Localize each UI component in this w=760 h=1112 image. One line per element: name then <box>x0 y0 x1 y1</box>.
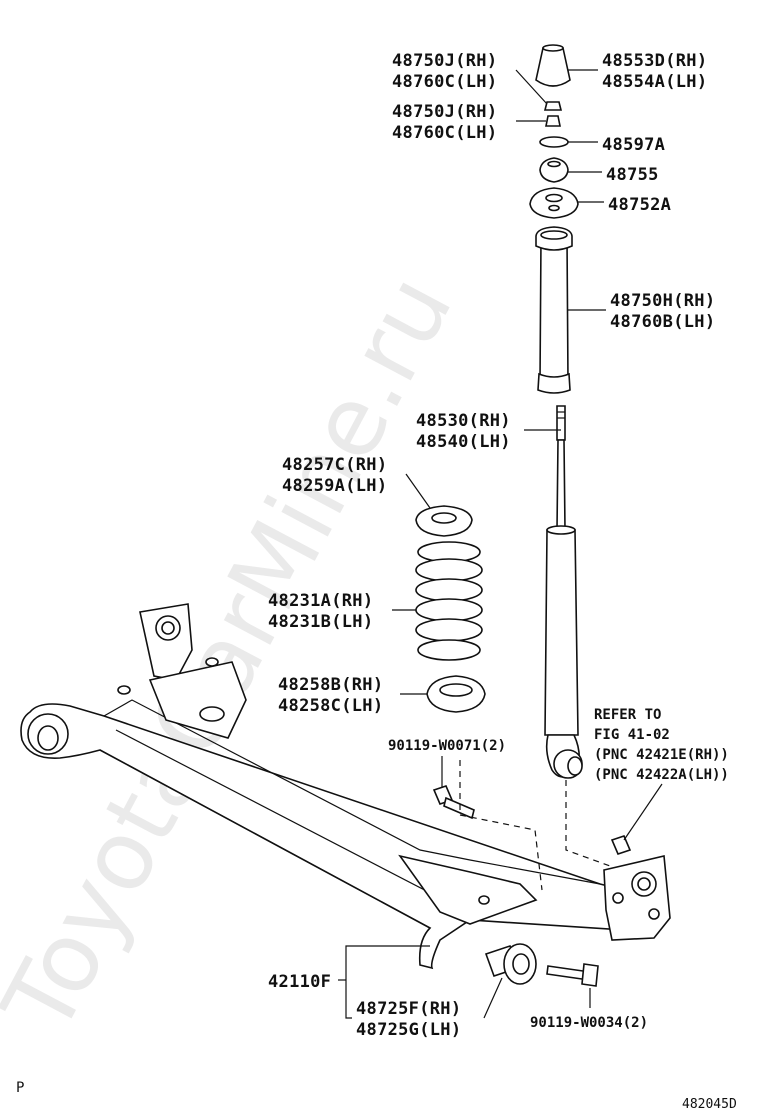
label-upper-insulator-rh: 48257C(RH) <box>282 455 387 475</box>
label-lower-insulator-rh: 48258B(RH) <box>278 675 383 695</box>
leader-bushing-2 <box>483 977 503 1019</box>
corner-mark: P <box>16 1080 24 1096</box>
label-washer: 48597A <box>602 135 665 155</box>
upper-insulator-part <box>415 505 473 537</box>
label-bushing-lh: 48725G(LH) <box>356 1020 461 1040</box>
nut-upper-part <box>543 101 563 111</box>
label-spring-lh: 48231B(LH) <box>268 612 373 632</box>
lower-insulator-part <box>426 675 486 713</box>
dust-cover-part <box>535 226 573 394</box>
bolt-upper-part <box>432 785 475 820</box>
nut-lower-part <box>545 115 561 127</box>
coil-spring-part <box>415 541 483 661</box>
support-part <box>529 187 579 219</box>
label-bushing-rh: 48725F(RH) <box>356 999 461 1019</box>
label-nut-lower-lh: 48760C(LH) <box>392 123 497 143</box>
label-cushion: 48755 <box>606 165 659 185</box>
watermark: ToyotaCarMine.ru <box>0 258 474 1052</box>
axle-beam-part <box>20 603 671 970</box>
label-nut-upper-rh: 48750J(RH) <box>392 51 497 71</box>
figure-number: 482045D <box>682 1097 737 1112</box>
bolt-lower-part <box>546 963 599 987</box>
label-nut-upper-lh: 48760C(LH) <box>392 72 497 92</box>
leader-refer <box>623 783 663 841</box>
label-refer-1: REFER TO <box>594 707 661 723</box>
bumper-part <box>535 44 571 87</box>
label-dust-cover-lh: 48760B(LH) <box>610 312 715 332</box>
label-refer-2: FIG 41-02 <box>594 727 670 743</box>
washer-part <box>539 136 569 148</box>
label-absorber-lh: 48540(LH) <box>416 432 511 452</box>
label-lower-insulator-lh: 48258C(LH) <box>278 696 383 716</box>
label-bumper-lh: 48554A(LH) <box>602 72 707 92</box>
label-spring-rh: 48231A(RH) <box>268 591 373 611</box>
label-refer-3: (PNC 42421E(RH)) <box>594 747 729 763</box>
bushing-part <box>484 943 537 985</box>
flange-bolt-part <box>610 835 632 855</box>
label-support: 48752A <box>608 195 671 215</box>
leader-upper-insulator <box>405 473 431 509</box>
label-absorber-rh: 48530(RH) <box>416 411 511 431</box>
leader-beam <box>345 945 430 980</box>
label-beam: 42110F <box>268 972 331 992</box>
label-dust-cover-rh: 48750H(RH) <box>610 291 715 311</box>
label-refer-4: (PNC 42422A(LH)) <box>594 767 729 783</box>
cushion-part <box>539 157 569 183</box>
dashed-leader-2 <box>565 780 611 867</box>
label-upper-insulator-lh: 48259A(LH) <box>282 476 387 496</box>
dashed-leader-1 <box>459 760 543 891</box>
label-nut-lower-rh: 48750J(RH) <box>392 102 497 122</box>
leader-nut-upper <box>515 69 548 105</box>
shock-absorber-part <box>544 405 583 779</box>
leader-bushing <box>345 980 352 1019</box>
label-bolt-upper: 90119-W0071(2) <box>388 738 506 754</box>
label-bumper-rh: 48553D(RH) <box>602 51 707 71</box>
label-bolt-lower: 90119-W0034(2) <box>530 1015 648 1031</box>
